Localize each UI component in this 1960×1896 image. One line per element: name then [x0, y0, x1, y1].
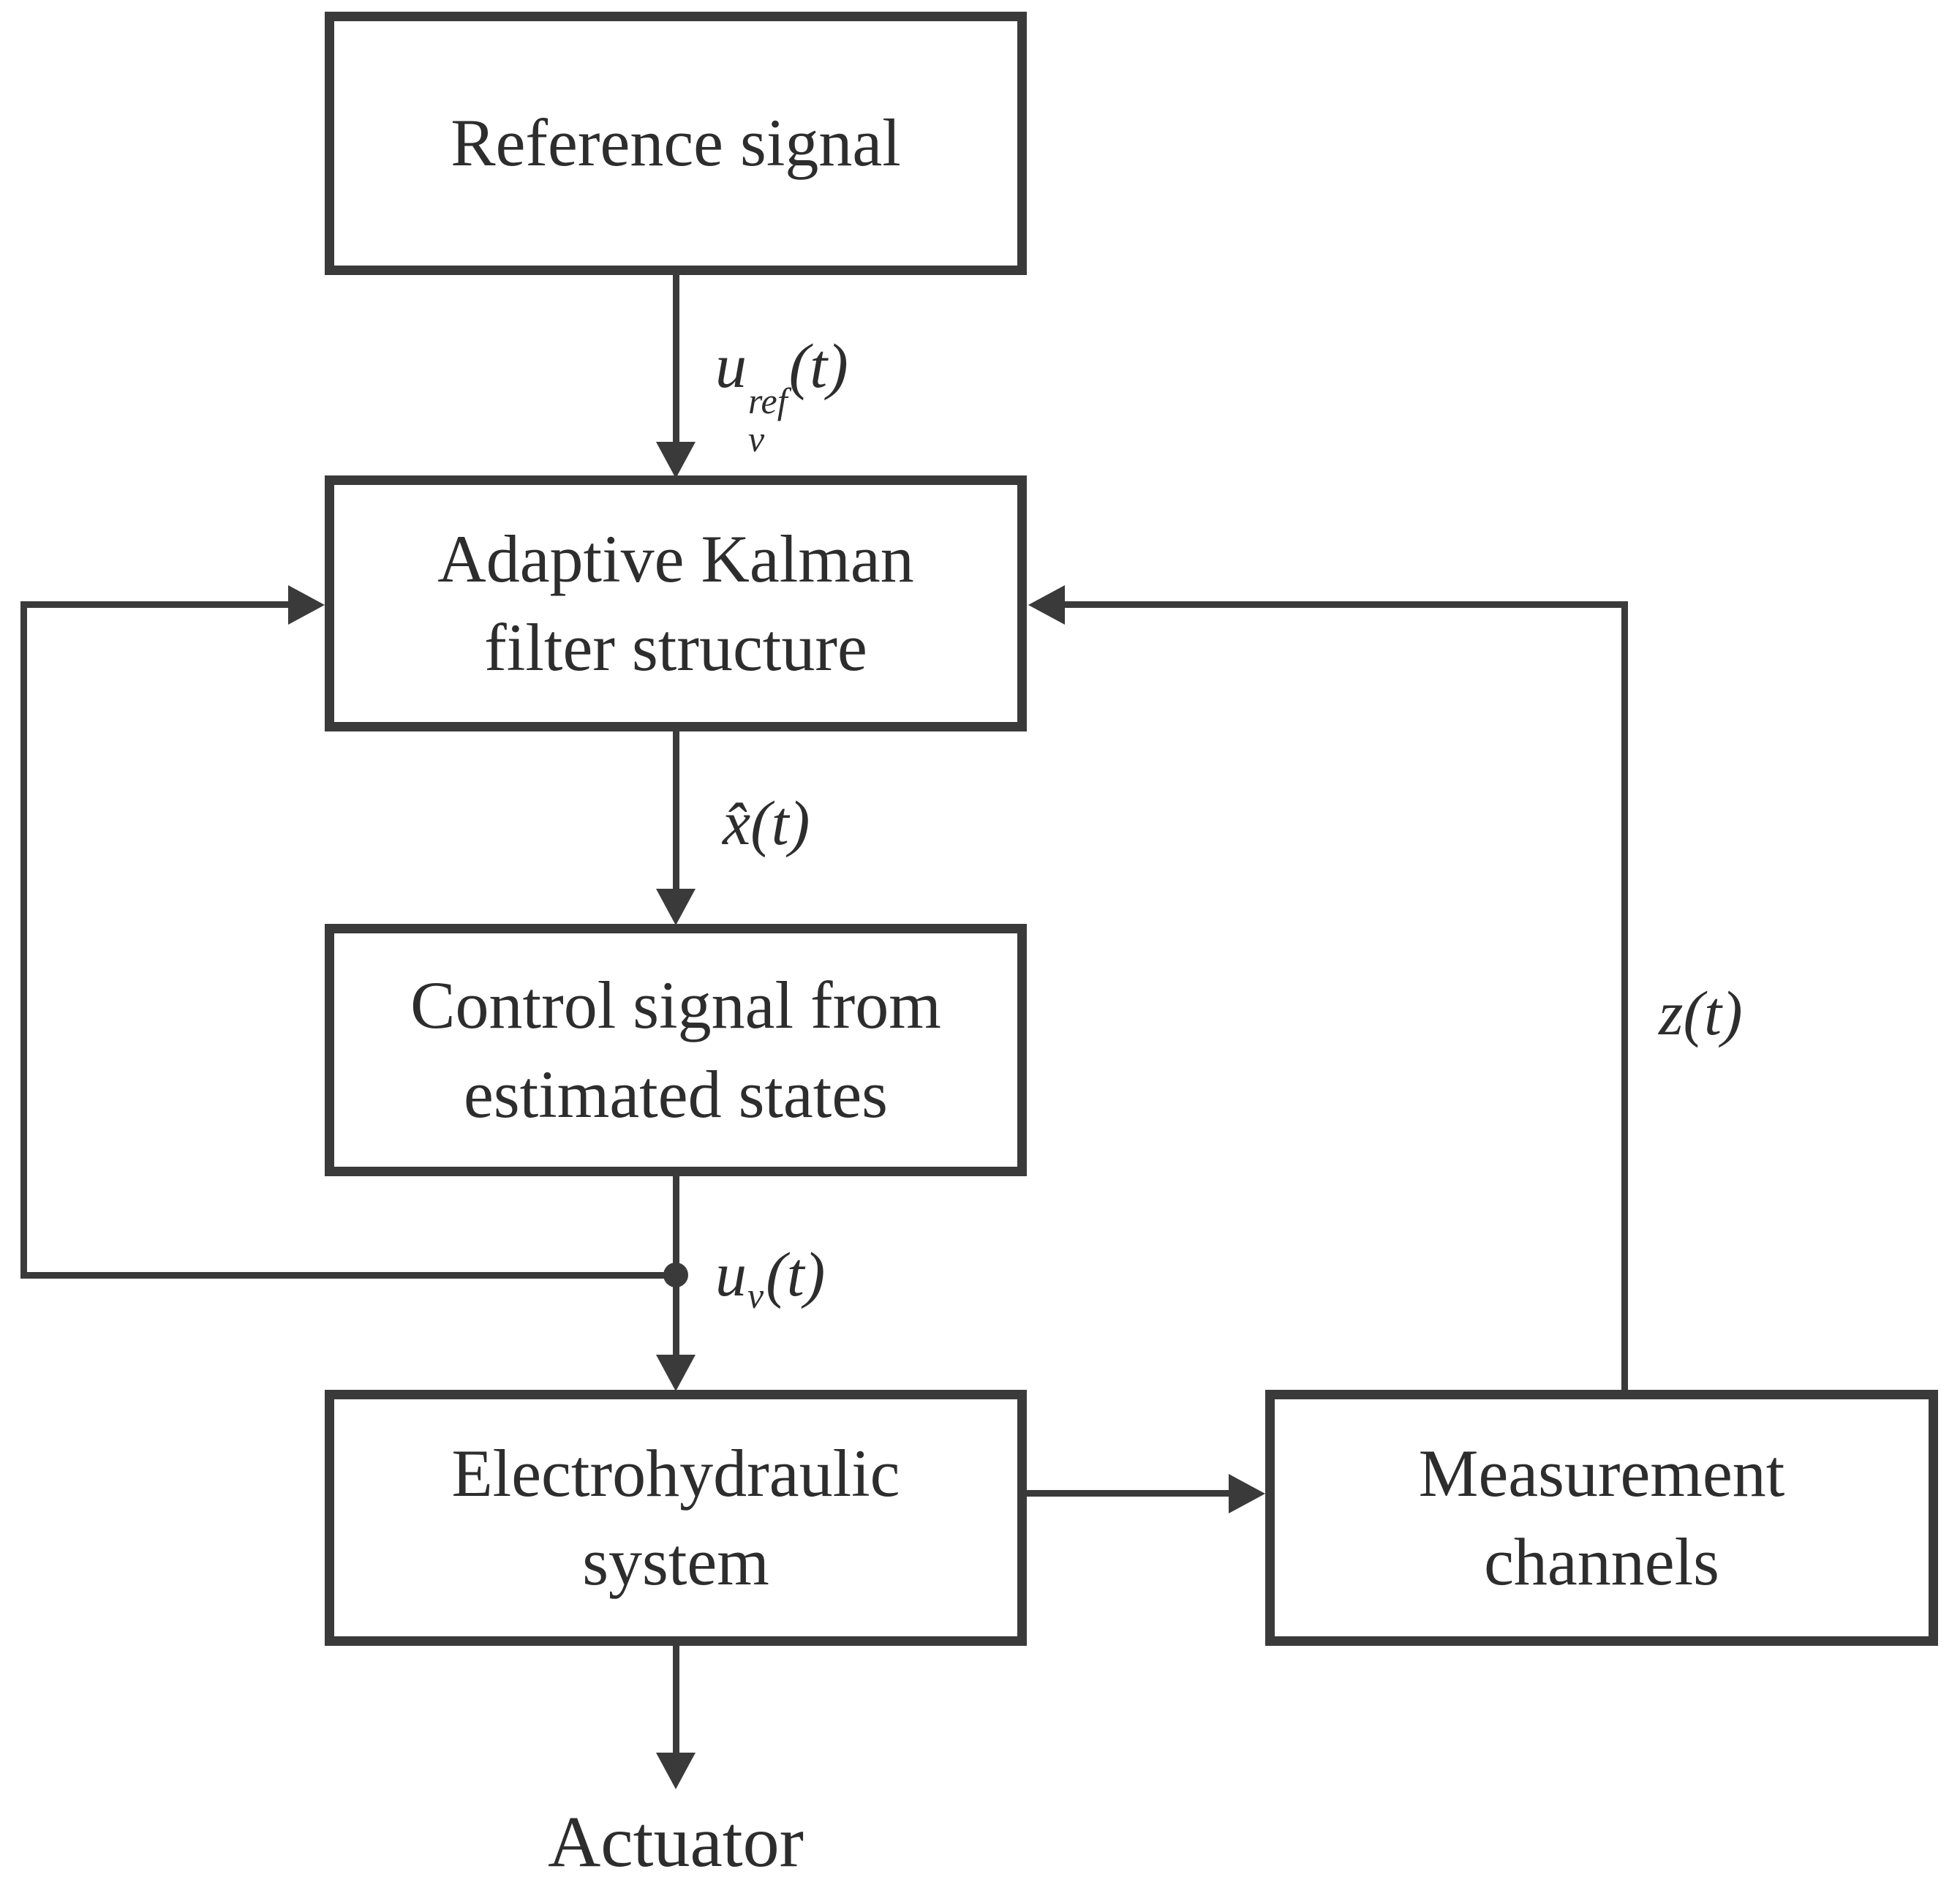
label-x-hat-t: x̂(t): [723, 786, 810, 859]
measurement-label-line1: Measurement: [1418, 1435, 1785, 1511]
x-hat-base: x̂: [723, 788, 751, 858]
measurement-channels-box: Measurement channels: [1265, 1390, 1938, 1646]
u-v-base: u: [715, 1239, 747, 1309]
arrow-reference-to-kalman-shaft: [673, 275, 679, 445]
u-ref-args: (t): [788, 331, 848, 401]
feedback-arrowhead-into-kalman: [288, 585, 325, 625]
measurement-label-line2: channels: [1484, 1524, 1719, 1599]
electrohydraulic-system-box: Electrohydraulic system: [325, 1390, 1027, 1646]
arrow-junction-to-electro-head: [656, 1355, 696, 1391]
control-label-line2: estimated states: [464, 1056, 888, 1132]
z-args: (t): [1683, 978, 1743, 1048]
arrow-reference-to-kalman-head: [656, 442, 696, 478]
z-arrowhead-into-kalman: [1028, 585, 1065, 625]
line-control-to-junction: [673, 1176, 679, 1275]
electrohydraulic-label-line1: Electrohydraulic: [451, 1435, 900, 1511]
u-ref-sup: ref: [748, 381, 788, 422]
reference-signal-box: Reference signal: [325, 12, 1027, 275]
u-ref-base: u: [715, 331, 747, 401]
reference-signal-label: Reference signal: [451, 105, 901, 181]
arrow-electro-to-actuator-head: [656, 1753, 696, 1789]
control-signal-box: Control signal from estimated states: [325, 924, 1027, 1176]
z-base: z: [1659, 978, 1684, 1048]
kalman-label-line1: Adaptive Kalman: [437, 521, 914, 596]
u-ref-sub: v: [748, 419, 765, 460]
arrow-electro-to-actuator-shaft: [673, 1646, 679, 1754]
arrow-electro-to-measurement-head: [1229, 1474, 1265, 1513]
feedback-line-bottom: [20, 1272, 673, 1279]
feedback-line-top: [20, 601, 290, 608]
u-v-args: (t): [766, 1239, 826, 1309]
arrow-kalman-to-control-shaft: [673, 731, 679, 890]
actuator-label: Actuator: [548, 1801, 804, 1882]
z-line-vertical: [1621, 601, 1628, 1390]
label-u-v-t: uv(t): [715, 1238, 825, 1317]
z-line-horizontal: [1062, 601, 1628, 608]
kalman-label-line2: filter structure: [484, 610, 867, 685]
adaptive-kalman-filter-box: Adaptive Kalman filter structure: [325, 475, 1027, 731]
label-z-t: z(t): [1659, 977, 1743, 1050]
feedback-line-left: [20, 601, 27, 1279]
control-label-line1: Control signal from: [410, 968, 941, 1043]
electrohydraulic-label-line2: system: [582, 1524, 769, 1599]
arrow-electro-to-measurement-shaft: [1027, 1490, 1233, 1497]
x-hat-args: (t): [750, 788, 810, 858]
u-v-sub: v: [747, 1276, 764, 1317]
arrow-kalman-to-control-head: [656, 889, 696, 925]
arrow-junction-to-electro-shaft: [673, 1275, 679, 1357]
